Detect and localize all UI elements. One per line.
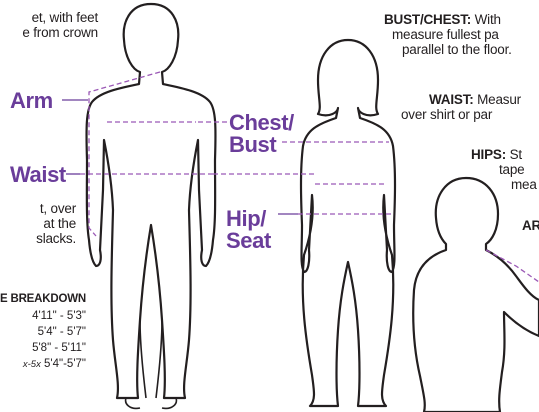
hips-line-2: tape <box>471 162 539 177</box>
arm-label: Arm <box>10 90 53 112</box>
inseam-line-3: slacks. <box>0 231 76 246</box>
size-row: 5'8" - 5'11" <box>0 342 86 358</box>
waist-instructions: WAIST: Measur over shirt or par <box>429 92 539 122</box>
female-figure <box>301 40 395 406</box>
chest-label-line-1: Chest/ <box>229 112 294 134</box>
inseam-line-2: at the <box>0 216 76 231</box>
back-view-figure <box>413 178 539 412</box>
bust-instructions: BUST/CHEST: With measure fullest pa para… <box>384 12 539 57</box>
hip-seat-label: Hip/ Seat <box>226 208 271 252</box>
bust-line-1: With <box>471 12 501 27</box>
size-row: 4'11" - 5'3" <box>0 310 86 326</box>
inseam-text: t, over at the slacks. <box>0 201 76 246</box>
male-figure <box>87 4 216 398</box>
hip-label-line-2: Seat <box>226 230 271 252</box>
size-row: x-5x 5'4"-5'7" <box>0 358 86 374</box>
intro-line-1: et, with feet <box>0 10 98 25</box>
size-table-title: E BREAKDOWN <box>0 293 86 305</box>
bust-line-2: measure fullest pa <box>384 27 539 42</box>
waist-line-1: Measur <box>474 92 521 107</box>
waist-label: Waist <box>10 164 66 186</box>
chest-label-line-2: Bust <box>229 134 294 156</box>
hips-heading: HIPS: <box>471 147 506 162</box>
intro-text: et, with feet e from crown <box>0 10 98 40</box>
bust-line-3: parallel to the floor. <box>384 42 539 57</box>
hips-line-3: mea <box>471 177 539 192</box>
hips-line-1: St <box>506 147 522 162</box>
size-row: 5'4" - 5'7" <box>0 326 86 342</box>
inseam-line-1: t, over <box>0 201 76 216</box>
hip-label-line-1: Hip/ <box>226 208 271 230</box>
size-table: 4'11" - 5'3" 5'4" - 5'7" 5'8" - 5'11" x-… <box>0 310 86 374</box>
intro-line-2: e from crown <box>0 25 98 40</box>
size-row-prefix: x-5x <box>23 359 41 370</box>
bust-heading: BUST/CHEST: <box>384 12 471 27</box>
hips-instructions: HIPS: St tape mea <box>471 147 539 192</box>
waist-heading: WAIST: <box>429 92 474 107</box>
arm-instructions-heading: AR <box>522 218 539 233</box>
chest-bust-label: Chest/ Bust <box>229 112 294 156</box>
waist-line-2: over shirt or par <box>401 107 539 122</box>
